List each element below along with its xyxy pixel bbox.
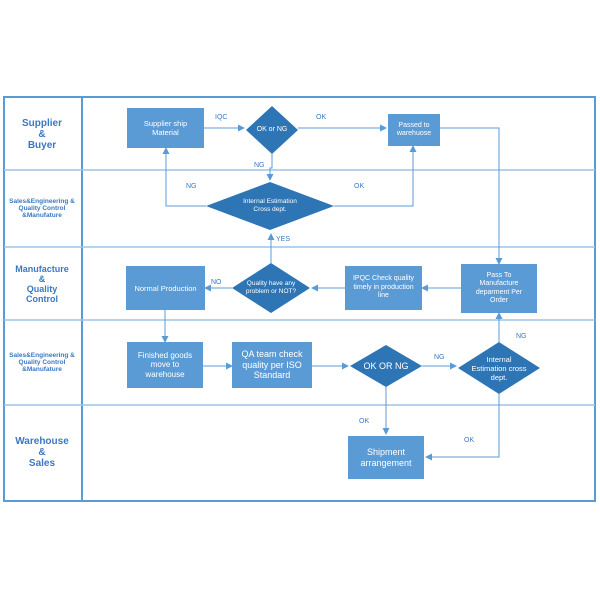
node-text: Internal Estimation cross dept.	[471, 354, 527, 382]
lane-label-text: Sales&Engineering & Quality Control &Man…	[9, 198, 75, 219]
node-text: Shipment arrangement	[360, 446, 412, 468]
lane-label-warehouse-sales: Warehouse & Sales	[4, 405, 80, 500]
node-text: Finished goods move to warehouse	[137, 350, 193, 379]
node-text: IPQC Check quality timely in production …	[352, 275, 415, 300]
node-text: Supplier ship Material	[143, 119, 188, 137]
node-text: Internal Estimation Cross dept.	[243, 198, 297, 213]
internal-estimation-diamond-1	[206, 182, 334, 230]
connector-estimation-to-supplier	[162, 147, 206, 207]
lane-label-text: Manufacture & Quality Control	[15, 263, 69, 304]
normal-production-box: Normal Production	[126, 266, 205, 310]
lane-label-text: Warehouse & Sales	[15, 436, 69, 469]
node-text: OK OR NG	[363, 360, 409, 371]
lane-label-sales-engineering-1: Sales&Engineering & Quality Control &Man…	[4, 170, 80, 247]
ok-ng-label-1: OK or NG	[246, 118, 298, 142]
node-text: Passed to warehuose	[396, 121, 432, 137]
ipqc-check-box: IPQC Check quality timely in production …	[345, 266, 422, 310]
outer-frame	[3, 96, 596, 502]
connector-okng-to-estimation	[266, 154, 274, 181]
edge-label-ng: NG	[186, 183, 197, 190]
ok-ng-diamond-1	[246, 106, 298, 154]
pass-to-manufacture-box: Pass To Manufacture deparment Per Order	[461, 264, 537, 313]
edge-label-ok: OK	[354, 183, 365, 190]
connector-passed-to-manufacture	[440, 127, 503, 265]
lane-label-text: Supplier & Buyer	[21, 117, 62, 151]
lane-label-sales-engineering-2: Sales&Engineering & Quality Control &Man…	[4, 320, 80, 405]
edge-label-no: NO	[211, 279, 222, 286]
lane-label-supplier-buyer: Supplier & Buyer	[4, 98, 80, 170]
passed-to-warehouse-box: Passed to warehuose	[388, 114, 440, 146]
ok-ng-label-2: OK OR NG	[354, 356, 418, 376]
quality-problem-label: Quality have any problem or NOT?	[234, 274, 308, 302]
node-text: QA team check quality per ISO Standard	[241, 348, 303, 381]
internal-estimation-label-2: Internal Estimation cross dept.	[462, 352, 536, 384]
connector-estimation-to-passed	[334, 145, 417, 207]
lane-label-text: Sales&Engineering & Quality Control &Man…	[9, 352, 75, 373]
qa-team-check-box: QA team check quality per ISO Standard	[232, 342, 312, 388]
edge-label-ng: NG	[516, 333, 527, 340]
edge-label-ok: OK	[359, 418, 370, 425]
node-text: Normal Production	[134, 283, 197, 293]
node-text: Pass To Manufacture deparment Per Order	[475, 271, 523, 304]
quality-problem-diamond	[232, 263, 310, 313]
edge-label-ng: NG	[434, 354, 445, 361]
internal-estimation-diamond-2	[458, 342, 540, 394]
edge-label-ng: NG	[254, 162, 265, 169]
internal-estimation-label-1: Internal Estimation Cross dept.	[222, 192, 318, 220]
node-text: OK or NG	[256, 125, 288, 133]
edge-label-ok: OK	[316, 114, 327, 121]
ok-ng-diamond-2	[350, 345, 422, 387]
edge-label-yes: YES	[276, 236, 291, 243]
shipment-arrangement-box: Shipment arrangement	[348, 436, 424, 479]
lane-label-manufacture-qc: Manufacture & Quality Control	[4, 247, 80, 320]
edge-label-iqc: IQC	[215, 114, 228, 121]
edge-label-ok: OK	[464, 437, 475, 444]
finished-goods-box: Finished goods move to warehouse	[127, 342, 203, 388]
node-text: Quality have any problem or NOT?	[245, 280, 297, 295]
supplier-ship-material-box: Supplier ship Material	[127, 108, 204, 148]
connector-estimation-2-to-shipment	[425, 394, 500, 461]
